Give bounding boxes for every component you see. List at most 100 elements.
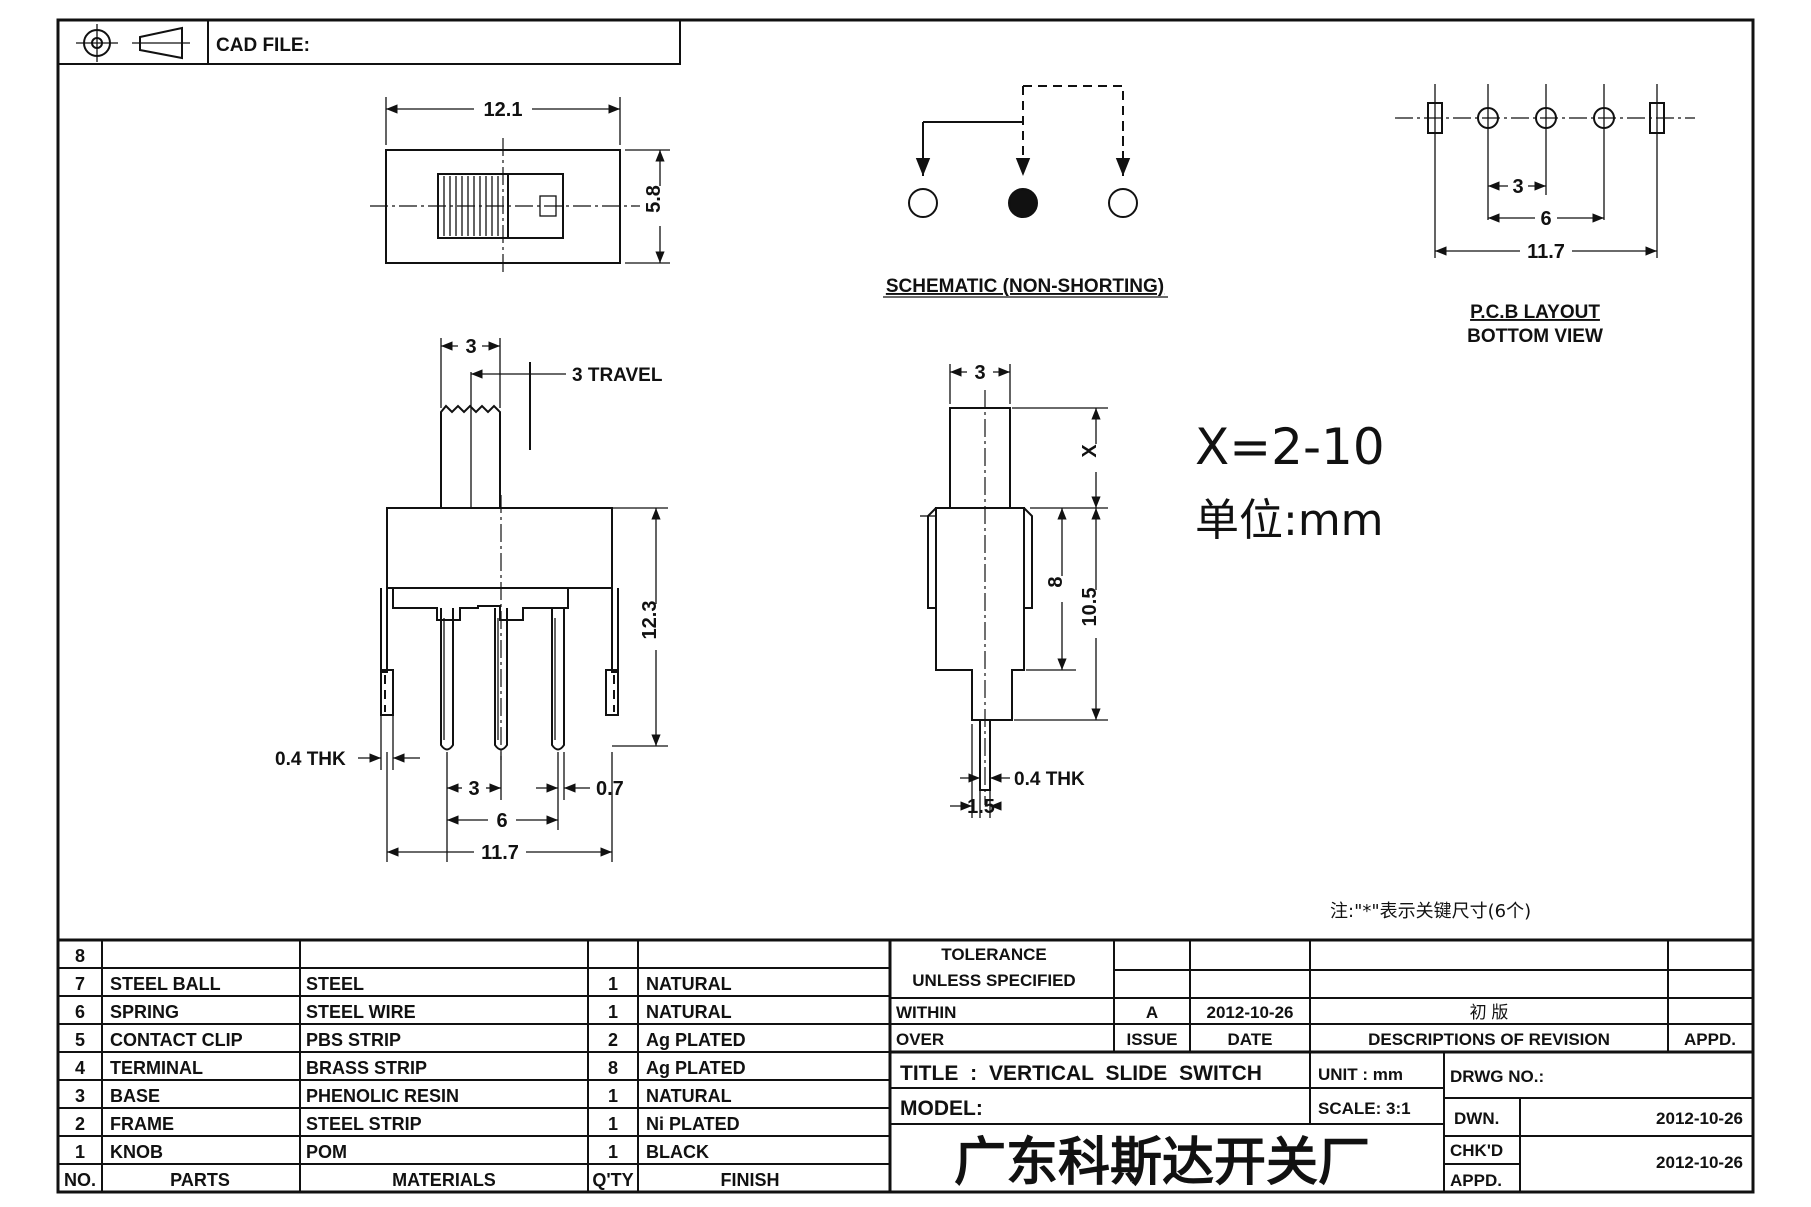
- front-outer-pitch-dim: 6: [496, 810, 507, 832]
- appd-header: APPD.: [1684, 1030, 1736, 1049]
- appd2-label: APPD.: [1450, 1171, 1502, 1190]
- bom-row: 3 BASE PHENOLIC RESIN 1 NATURAL: [75, 1086, 732, 1106]
- svg-text:1: 1: [608, 1002, 618, 1022]
- issue-header: ISSUE: [1126, 1030, 1177, 1049]
- svg-text:1: 1: [608, 1114, 618, 1134]
- svg-text:Ag PLATED: Ag PLATED: [646, 1030, 746, 1050]
- svg-text:FINISH: FINISH: [720, 1170, 779, 1190]
- front-view: 3 3 TRAVEL 12.3 0.4 THK 3 0.7 6: [275, 336, 668, 864]
- svg-text:3: 3: [75, 1086, 85, 1106]
- svg-text:NATURAL: NATURAL: [646, 974, 732, 994]
- svg-text:CONTACT CLIP: CONTACT CLIP: [110, 1030, 243, 1050]
- bom-row: 7 STEEL BALL STEEL 1 NATURAL: [75, 974, 732, 994]
- schematic-title: SCHEMATIC (NON-SHORTING): [886, 276, 1164, 297]
- svg-text:NATURAL: NATURAL: [646, 1002, 732, 1022]
- pcb-title-line1: P.C.B LAYOUT: [1470, 302, 1600, 323]
- description-header: DESCRIPTIONS OF REVISION: [1368, 1030, 1610, 1049]
- svg-text:BRASS STRIP: BRASS STRIP: [306, 1058, 427, 1078]
- svg-text:5: 5: [75, 1030, 85, 1050]
- svg-text:STEEL STRIP: STEEL STRIP: [306, 1114, 422, 1134]
- front-thk-label: 0.4 THK: [275, 749, 346, 770]
- chkd-date: 2012-10-26: [1656, 1153, 1743, 1172]
- bom-row: 1 KNOB POM 1 BLACK: [75, 1142, 709, 1162]
- side-thk-label: 0.4 THK: [1014, 769, 1085, 790]
- svg-text:TERMINAL: TERMINAL: [110, 1058, 203, 1078]
- side-view: 3 X 8 10.5 0.4 THK 1.5: [920, 362, 1108, 818]
- svg-text:NO.: NO.: [64, 1170, 96, 1190]
- svg-text:PARTS: PARTS: [170, 1170, 230, 1190]
- chkd-label: CHK'D: [1450, 1141, 1503, 1160]
- scale-label: SCALE: 3:1: [1318, 1099, 1411, 1118]
- sheet-border: [56, 18, 1755, 1194]
- dwn-date: 2012-10-26: [1656, 1109, 1743, 1128]
- side-total-dim: 10.5: [1079, 588, 1101, 627]
- bom-row: 8: [75, 946, 85, 966]
- svg-text:1: 1: [608, 1086, 618, 1106]
- front-total-dim: 11.7: [481, 842, 519, 864]
- svg-text:SPRING: SPRING: [110, 1002, 179, 1022]
- date-header: DATE: [1227, 1030, 1272, 1049]
- bom-row: 5 CONTACT CLIP PBS STRIP 2 Ag PLATED: [75, 1030, 746, 1050]
- svg-text:Ni PLATED: Ni PLATED: [646, 1114, 740, 1134]
- within-label: WITHIN: [896, 1003, 956, 1022]
- terminal-left: [908, 188, 938, 218]
- svg-text:BLACK: BLACK: [646, 1142, 709, 1162]
- svg-text:1: 1: [608, 974, 618, 994]
- svg-text:POM: POM: [306, 1142, 347, 1162]
- svg-text:STEEL BALL: STEEL BALL: [110, 974, 221, 994]
- knob-range-spec: X=2-10: [1195, 418, 1385, 476]
- svg-text:2: 2: [608, 1030, 618, 1050]
- terminal-common: [1008, 188, 1038, 218]
- cad-file-label: CAD FILE:: [216, 35, 310, 56]
- svg-text:KNOB: KNOB: [110, 1142, 163, 1162]
- svg-text:Q'TY: Q'TY: [592, 1170, 633, 1190]
- terminal-right: [1108, 188, 1138, 218]
- bom-header-row: NO. PARTS MATERIALS Q'TY FINISH: [64, 1170, 780, 1190]
- svg-text:1: 1: [608, 1142, 618, 1162]
- drawing-title: TITLE : VERTICAL SLIDE SWITCH: [900, 1062, 1262, 1085]
- unit-label: UNIT : mm: [1318, 1065, 1403, 1084]
- svg-text:FRAME: FRAME: [110, 1114, 174, 1134]
- svg-text:MATERIALS: MATERIALS: [392, 1170, 496, 1190]
- dwn-label: DWN.: [1454, 1109, 1499, 1128]
- rev-description: 初 版: [1470, 1003, 1509, 1022]
- svg-text:STEEL WIRE: STEEL WIRE: [306, 1002, 416, 1022]
- pcb-title-line2: BOTTOM VIEW: [1467, 326, 1603, 347]
- bom-table: 8 7 STEEL BALL STEEL 1 NATURAL 6 SPRING …: [58, 938, 1753, 1192]
- top-view: 12.1 5.8: [370, 97, 670, 275]
- schematic: SCHEMATIC (NON-SHORTING): [883, 85, 1168, 298]
- svg-text:2: 2: [75, 1114, 85, 1134]
- over-label: OVER: [896, 1030, 944, 1049]
- svg-text:STEEL: STEEL: [306, 974, 364, 994]
- pcb-layout: 3 6 11.7 P.C.B LAYOUT BOTTOM VIEW: [1395, 84, 1695, 347]
- svg-text:PHENOLIC RESIN: PHENOLIC RESIN: [306, 1086, 459, 1106]
- bom-row: 6 SPRING STEEL WIRE 1 NATURAL: [75, 1002, 732, 1022]
- front-knob-dim: 3: [465, 336, 476, 358]
- svg-text:PBS STRIP: PBS STRIP: [306, 1030, 401, 1050]
- svg-text:6: 6: [75, 1002, 85, 1022]
- top-height-dim: 5.8: [643, 185, 665, 213]
- drwg-no-label: DRWG NO.:: [1450, 1067, 1544, 1086]
- top-width-dim: 12.1: [484, 99, 523, 121]
- front-pin-width-dim: 0.7: [596, 778, 624, 800]
- side-x-dim: X: [1079, 444, 1101, 458]
- unit-spec: 单位:mm: [1195, 495, 1384, 546]
- unless-specified-label: UNLESS SPECIFIED: [912, 971, 1075, 990]
- front-height-dim: 12.3: [639, 601, 661, 640]
- tolerance-label: TOLERANCE: [941, 945, 1046, 964]
- pcb-outer-pitch-dim: 6: [1540, 208, 1551, 230]
- svg-text:1: 1: [75, 1142, 85, 1162]
- bom-row: 4 TERMINAL BRASS STRIP 8 Ag PLATED: [75, 1058, 746, 1078]
- rev-issue: A: [1146, 1003, 1158, 1022]
- projection-symbol-icon: [76, 24, 190, 62]
- side-pin-dim: 1.5: [967, 796, 995, 818]
- svg-text:8: 8: [608, 1058, 618, 1078]
- svg-text:8: 8: [75, 946, 85, 966]
- side-body-dim: 8: [1045, 576, 1067, 587]
- company-name: 广东科斯达开关厂: [954, 1133, 1370, 1193]
- bom-row: 2 FRAME STEEL STRIP 1 Ni PLATED: [75, 1114, 740, 1134]
- pcb-total-dim: 11.7: [1527, 241, 1565, 263]
- title-block: TOLERANCE UNLESS SPECIFIED WITHIN OVER A…: [890, 940, 1753, 1193]
- model-label: MODEL:: [900, 1097, 983, 1120]
